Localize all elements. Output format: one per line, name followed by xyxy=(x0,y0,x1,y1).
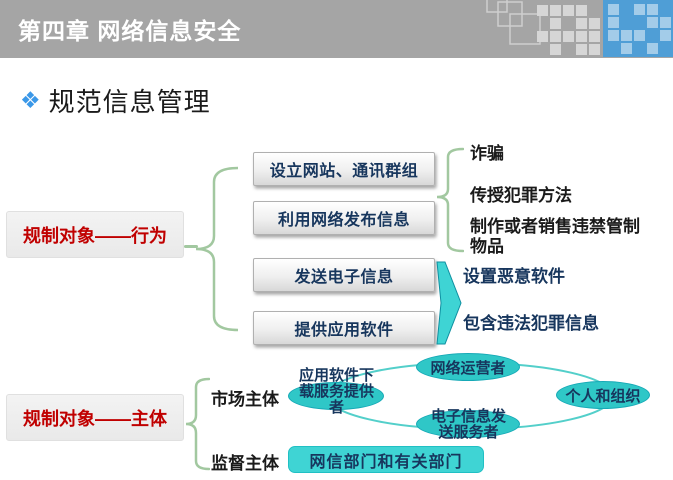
offense-teach-crime: 传授犯罪方法 xyxy=(470,186,572,205)
oval-app-provider-label: 应用软件下载服务提供者 xyxy=(298,367,374,416)
behavior-button-message: 发送电子信息 xyxy=(253,258,435,292)
decor-square xyxy=(608,4,619,15)
decor-square xyxy=(550,44,561,55)
offense-fraud: 诈骗 xyxy=(470,144,504,163)
connector-line xyxy=(184,245,198,248)
brace-offenses-icon xyxy=(437,147,464,253)
decor-square xyxy=(647,43,658,54)
decor-square xyxy=(589,44,600,55)
decor-square xyxy=(576,5,587,16)
decor-square xyxy=(563,5,574,16)
oval-app-provider xyxy=(288,382,384,410)
subject-label: 规制对象——主体 xyxy=(6,394,184,441)
brace-subject-icon xyxy=(186,377,210,471)
behavior-button-software: 提供应用软件 xyxy=(253,311,435,345)
decor-square xyxy=(550,18,561,29)
decor-square xyxy=(576,44,587,55)
authority-box: 网信部门和有关部门 xyxy=(288,446,484,473)
oval-network-operator: 网络运营者 xyxy=(416,353,520,381)
decor-blue-block xyxy=(603,0,673,57)
decor-square xyxy=(550,5,561,16)
supervision-subject-label: 监督主体 xyxy=(211,454,279,473)
decor-gray-squares-icon xyxy=(537,5,603,57)
behavior-label: 规制对象——行为 xyxy=(6,211,184,258)
section-title: ❖ 规范信息管理 xyxy=(20,82,211,119)
oval-individuals: 个人和组织 xyxy=(556,381,650,409)
decor-outline-squares-icon xyxy=(486,0,541,45)
decor-square xyxy=(634,30,645,41)
market-subject-label: 市场主体 xyxy=(211,390,279,409)
decor-square xyxy=(608,17,619,28)
behavior-button-publish: 利用网络发布信息 xyxy=(253,201,435,235)
slide-title: 第四章 网络信息安全 xyxy=(18,18,242,44)
decor-square xyxy=(660,17,671,28)
offense-contraband: 制作或者销售违禁管制物品 xyxy=(470,217,640,257)
right-arrow-icon xyxy=(436,261,462,345)
brace-behavior-icon xyxy=(196,166,238,332)
section-title-text: 规范信息管理 xyxy=(48,87,211,117)
decor-square xyxy=(634,4,645,15)
decor-square xyxy=(621,43,632,54)
decor-square xyxy=(576,18,587,29)
decor-blue-squares-icon xyxy=(608,4,672,56)
decor-square xyxy=(647,17,658,28)
diamond-bullet-icon: ❖ xyxy=(20,87,41,113)
behavior-button-website: 设立网站、通讯群组 xyxy=(253,152,435,186)
oval-message-provider-label: 电子信息发送服务者 xyxy=(430,408,506,441)
decor-square xyxy=(647,4,658,15)
offense-illegal-info: 包含违法犯罪信息 xyxy=(463,314,599,333)
decor-square xyxy=(576,31,587,42)
offense-malware: 设置恶意软件 xyxy=(463,267,565,286)
decor-square xyxy=(563,31,574,42)
oval-message-provider xyxy=(416,410,520,438)
decor-square xyxy=(537,5,548,16)
decor-square xyxy=(589,18,600,29)
decor-square xyxy=(621,30,632,41)
decor-square xyxy=(537,31,548,42)
decor-square xyxy=(608,30,619,41)
decor-square xyxy=(550,31,561,42)
decor-square xyxy=(589,31,600,42)
decor-square xyxy=(660,30,671,41)
